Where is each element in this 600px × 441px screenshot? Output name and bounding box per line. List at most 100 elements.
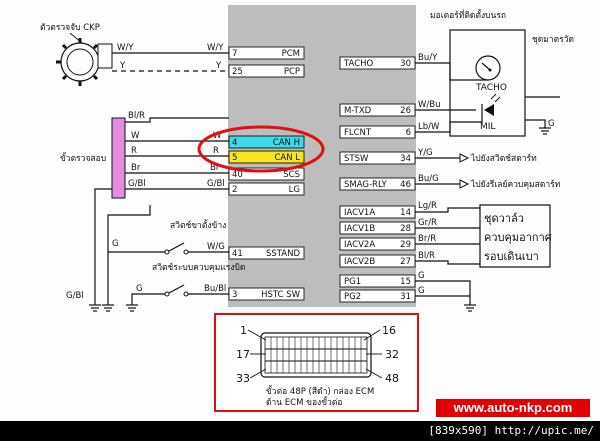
wire-label-r-left: R	[131, 146, 137, 156]
wire-label-w-left: W	[131, 131, 140, 141]
wire-label-yg: Y/G	[417, 148, 433, 158]
to-relay-label: ไปยังรีเลย์ควบคุมสตาร์ท	[470, 179, 561, 190]
pin-name: PCP	[284, 67, 300, 77]
wire-lbw	[415, 116, 483, 133]
wire-label-bubl: Bu/Bl	[204, 284, 226, 294]
wire-label-brr: Br/R	[418, 234, 436, 244]
wire-label-br-right: Br	[210, 163, 220, 173]
wire-label-wy-left: W/Y	[117, 43, 134, 53]
pin-name: IACV2B	[344, 257, 375, 267]
hstc-switch-label: สวิตช์ระบบควบคุมแรงบิด	[152, 262, 245, 273]
wire-hstc-g	[131, 293, 165, 305]
ground-icon	[89, 304, 101, 312]
pin-number: 2	[232, 185, 237, 195]
connector-pin-17: 17	[236, 348, 250, 361]
arrow-icon	[459, 153, 470, 163]
wire-label-gbl-right: G/Bl	[207, 179, 225, 189]
wire-ground-gbl	[94, 188, 112, 305]
pin-number: 4	[232, 138, 237, 148]
ground-icon	[464, 304, 476, 312]
tacho-label: TACHO	[475, 83, 507, 93]
switch-contact	[164, 291, 170, 297]
pin-name: M-TXD	[344, 106, 372, 116]
meter-box	[449, 29, 526, 137]
pin-name: IACV1B	[344, 224, 375, 234]
connector-leader	[365, 368, 383, 379]
left-pin-lg: 2 LG	[228, 182, 305, 196]
pin-name: STSW	[344, 154, 369, 164]
ckp-sensor-icon	[56, 38, 113, 86]
wire-label-bug: Bu/G	[418, 174, 439, 184]
iacv-label-2: ควบคุมอากาศ	[484, 231, 552, 244]
wire-label-wy-right: W/Y	[207, 43, 224, 53]
pin-number: 41	[232, 249, 243, 259]
diag-connector-label: ขั้วตรวจสอบ	[60, 152, 106, 164]
pin-name: PG1	[344, 277, 361, 287]
wire-label-wbu: W/Bu	[418, 100, 441, 110]
ckp-label: ตัวตรวจจับ CKP	[40, 23, 100, 33]
ground-icon	[102, 304, 114, 312]
connector-pin-33: 33	[236, 372, 250, 385]
pin-name: IACV1A	[344, 208, 375, 218]
pin-number: 14	[400, 208, 411, 218]
wire-label-blr: Bl/R	[128, 111, 145, 121]
connector-leader	[249, 368, 267, 379]
right-pin-iacv2a: IACV2A 29	[339, 237, 416, 251]
connector-caption-2: ด้าน ECM ของขั้วต่อ	[266, 396, 342, 408]
wire-label-gbl-bottom: G/Bl	[66, 291, 84, 301]
right-pin-flcnt: FLCNT 6	[339, 125, 416, 139]
connector-pin-48: 48	[385, 372, 399, 385]
right-pin-tacho: TACHO 30	[339, 56, 416, 70]
right-pin-iacv2b: IACV2B 27	[339, 254, 416, 268]
pin-name: HSTC SW	[261, 290, 301, 300]
pin-name: PG2	[344, 292, 361, 302]
pin-name: SSTAND	[266, 249, 300, 259]
meter-set-label: ชุดมาตรวัด	[532, 35, 574, 45]
left-pin-can-l: 5 CAN L	[228, 150, 305, 164]
pin-number: 25	[232, 67, 243, 77]
left-pin-can-h: 4 CAN H	[228, 135, 305, 149]
wire-label-g-pg1: G	[418, 271, 425, 281]
pin-number: 15	[400, 277, 411, 287]
pin-name: IACV2A	[344, 240, 375, 250]
mil-icon	[481, 93, 501, 116]
wire-buy	[415, 62, 488, 81]
left-pin-pcm: 7 PCM	[228, 46, 305, 60]
pin-name: FLCNT	[344, 128, 372, 138]
wire-label-g-meter: G	[548, 119, 555, 129]
pin-number: 5	[232, 153, 237, 163]
pin-name: SMAG-RLY	[344, 180, 388, 190]
to-start-label: ไปยังสวิตช์สตาร์ท	[470, 153, 537, 164]
pin-number: 40	[232, 170, 243, 180]
right-pin-pg2: PG2 31	[339, 289, 416, 303]
right-pin-iacv1a: IACV1A 14	[339, 205, 416, 219]
pin-number: 29	[400, 240, 411, 250]
wire-label-lbw: Lb/W	[418, 122, 440, 132]
pin-number: 3	[232, 290, 237, 300]
pin-number: 31	[400, 292, 411, 302]
right-pin-pg1: PG1 15	[339, 274, 416, 288]
wire-label-buy: Bu/Y	[418, 53, 438, 63]
iacv-label-3: รอบเดินเบา	[484, 250, 539, 263]
iacv-box	[479, 204, 551, 268]
right-pin-m-txd: M-TXD 26	[339, 103, 416, 117]
pin-number: 7	[232, 49, 237, 59]
wire-label-grr: Gr/R	[418, 218, 437, 228]
footer-text: [839x590] http://upic.me/	[428, 424, 594, 437]
stand-switch-label: สวิตช์ขาตั้งข้าง	[170, 219, 226, 231]
pin-name: LG	[289, 185, 300, 195]
wire-label-y-right: Y	[215, 61, 222, 71]
pin-name: TACHO	[343, 59, 374, 69]
switch-blade	[168, 284, 185, 294]
wire-g-branch	[107, 205, 151, 305]
wire-pg1	[415, 280, 471, 305]
footer-bar: [839x590] http://upic.me/	[0, 421, 600, 441]
switch-blade	[168, 242, 185, 252]
pin-number: 28	[400, 224, 411, 234]
wire-label-r-right: R	[213, 146, 219, 156]
wire-label-w-right: W	[213, 131, 222, 141]
pin-number: 27	[400, 257, 411, 267]
wire-label-wg: W/G	[207, 242, 225, 252]
connector-48p-icon	[260, 332, 372, 378]
